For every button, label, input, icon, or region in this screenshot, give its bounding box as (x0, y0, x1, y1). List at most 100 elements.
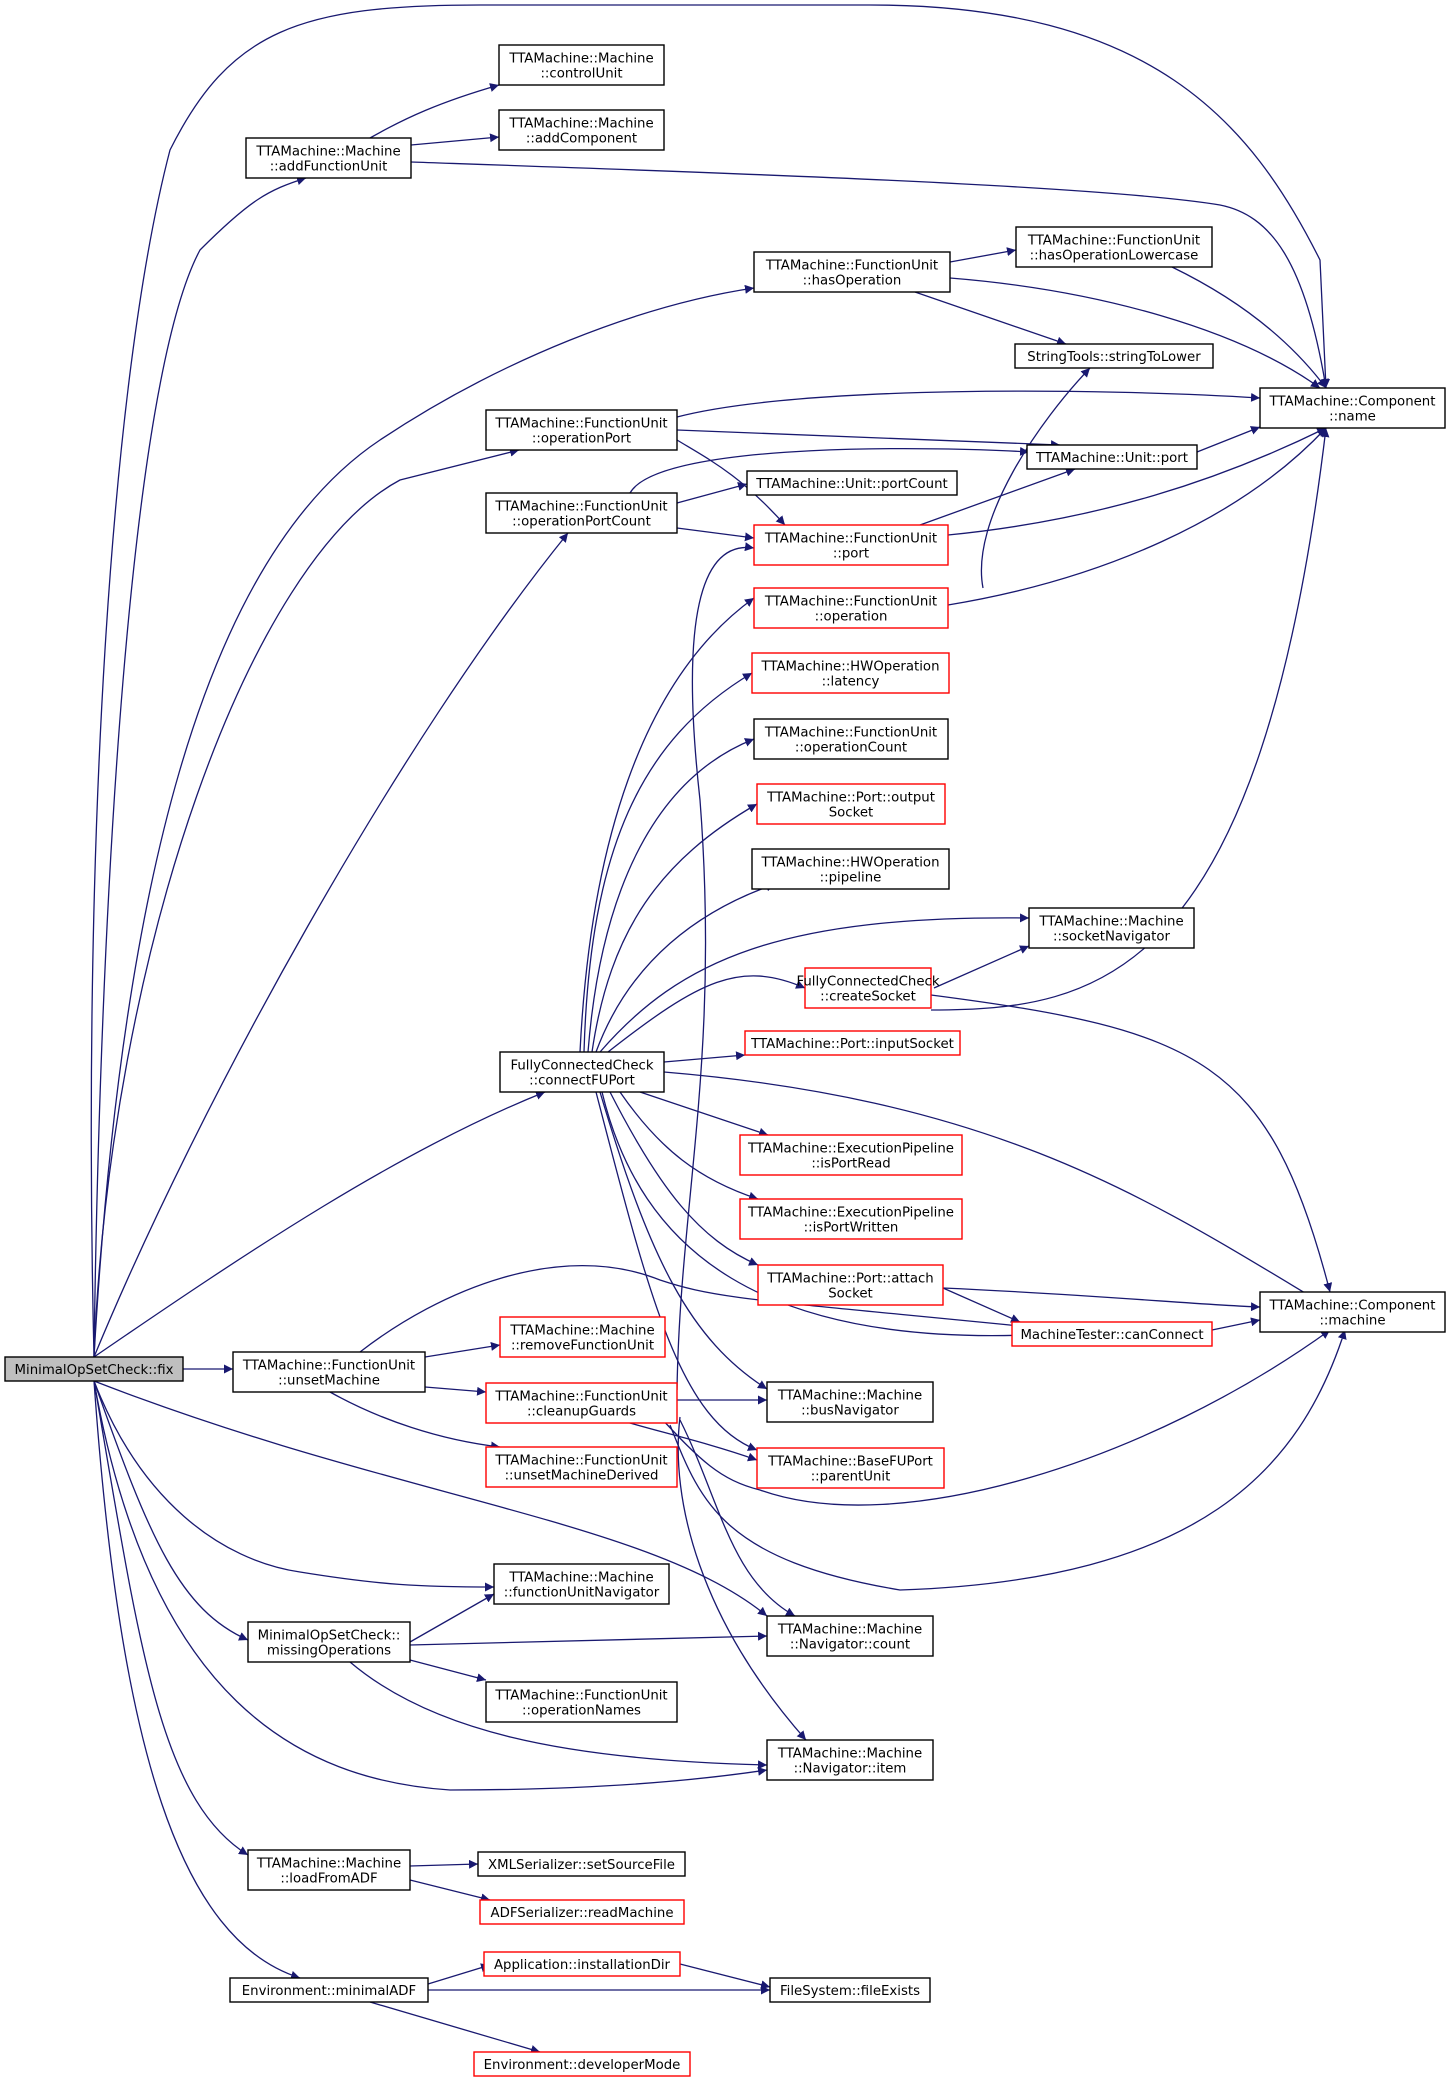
call-edge (93, 284, 755, 1358)
node-box (477, 1851, 686, 1877)
node-root[interactable]: MinimalOpSetCheck::fix (4, 1356, 184, 1382)
node-label: TTAMachine::Machine (509, 1324, 654, 1339)
node-loadFromADF[interactable]: TTAMachine::Machine::loadFromADF (247, 1849, 411, 1891)
node-label: TTAMachine::BaseFUPort (767, 1455, 933, 1470)
node-label: Socket (828, 1287, 873, 1302)
node-operationNames[interactable]: TTAMachine::FunctionUnit::operationNames (485, 1681, 678, 1723)
node-box (493, 1563, 670, 1605)
node-box (769, 1977, 931, 2003)
node-box (479, 1899, 685, 1925)
node-developerMode[interactable]: Environment::developerMode (473, 2051, 691, 2077)
node-label: ::addFunctionUnit (270, 160, 388, 175)
node-navCount[interactable]: TTAMachine::Machine::Navigator::count (766, 1615, 934, 1657)
call-edge (639, 1091, 769, 1137)
node-readMachine[interactable]: ADFSerializer::readMachine (479, 1899, 685, 1925)
node-navItem[interactable]: TTAMachine::Machine::Navigator::item (766, 1739, 934, 1781)
call-edge (591, 803, 758, 1053)
node-missingOps[interactable]: MinimalOpSetCheck::missingOperations (247, 1621, 411, 1663)
node-box (739, 1134, 963, 1176)
node-pipeline[interactable]: TTAMachine::HWOperation::pipeline (751, 848, 950, 890)
node-label: TTAMachine::FunctionUnit (494, 1390, 667, 1405)
node-hasOperation[interactable]: TTAMachine::FunctionUnit::hasOperation (753, 251, 951, 293)
node-box (756, 783, 946, 825)
call-edge (629, 446, 1030, 494)
node-isPortRead[interactable]: TTAMachine::ExecutionPipeline::isPortRea… (739, 1134, 963, 1176)
node-box (473, 2051, 691, 2077)
node-box (757, 1264, 944, 1306)
node-isPortWritten[interactable]: TTAMachine::ExecutionPipeline::isPortWri… (739, 1198, 963, 1240)
node-label: TTAMachine::Unit::portCount (755, 477, 947, 492)
node-box (744, 1030, 961, 1056)
node-compMachine[interactable]: TTAMachine::Component::machine (1259, 1291, 1446, 1333)
node-controlUnit[interactable]: TTAMachine::Machine::controlUnit (498, 44, 665, 86)
node-box (485, 1382, 678, 1424)
call-edge (619, 1091, 759, 1201)
call-edge (942, 1287, 1261, 1312)
node-fuOperation[interactable]: TTAMachine::FunctionUnit::operation (753, 587, 949, 629)
node-addComponent[interactable]: TTAMachine::Machine::addComponent (498, 109, 665, 151)
node-unsetMachineDerived[interactable]: TTAMachine::FunctionUnit::unsetMachineDe… (485, 1446, 678, 1488)
call-edge (676, 429, 1061, 450)
node-box (751, 652, 950, 694)
call-edge (359, 1265, 1061, 1353)
call-edge (1196, 426, 1261, 453)
node-label: TTAMachine::FunctionUnit (765, 259, 938, 274)
node-label: TTAMachine::FunctionUnit (494, 1454, 667, 1469)
call-edge (424, 1341, 501, 1358)
node-unitPort[interactable]: TTAMachine::Unit::port (1026, 444, 1198, 470)
node-installationDir[interactable]: Application::installationDir (483, 1951, 681, 1977)
node-label: FullyConnectedCheck (796, 975, 939, 990)
node-stringToLower[interactable]: StringTools::stringToLower (1014, 343, 1214, 369)
node-connectFUPort[interactable]: FullyConnectedCheck::connectFUPort (499, 1051, 665, 1093)
node-label: missingOperations (267, 1644, 391, 1659)
call-edge (410, 133, 500, 146)
node-unsetMachine[interactable]: TTAMachine::FunctionUnit::unsetMachine (232, 1351, 426, 1393)
node-removeFU[interactable]: TTAMachine::Machine::removeFunctionUnit (499, 1316, 666, 1358)
node-label: ::hasOperation (803, 274, 902, 289)
call-edge (607, 975, 806, 1053)
node-operationPort[interactable]: TTAMachine::FunctionUnit::operationPort (485, 409, 678, 451)
node-unitPortCount[interactable]: TTAMachine::Unit::portCount (746, 470, 958, 496)
node-fuPort[interactable]: TTAMachine::FunctionUnit::port (753, 524, 949, 566)
node-addFU[interactable]: TTAMachine::Machine::addFunctionUnit (245, 137, 412, 179)
node-label: TTAMachine::Port::attach (766, 1272, 933, 1287)
node-box (766, 1381, 934, 1423)
node-label: TTAMachine::FunctionUnit (764, 532, 937, 547)
node-busNav[interactable]: TTAMachine::Machine::busNavigator (766, 1381, 934, 1423)
node-label: TTAMachine::Port::output (766, 791, 935, 806)
node-box (1259, 387, 1446, 429)
node-label: ::createSocket (820, 990, 916, 1005)
node-box (1259, 1291, 1446, 1333)
node-cleanupGuards[interactable]: TTAMachine::FunctionUnit::cleanupGuards (485, 1382, 678, 1424)
node-label: ::latency (822, 675, 880, 690)
call-edge (1171, 266, 1327, 389)
node-canConnect[interactable]: MachineTester::canConnect (1011, 1321, 1213, 1347)
call-edge (329, 1391, 501, 1451)
call-edge (93, 1380, 495, 1592)
node-minimalADF[interactable]: Environment::minimalADF (229, 1977, 429, 2003)
node-latency[interactable]: TTAMachine::HWOperation::latency (751, 652, 950, 694)
node-label: Application::installationDir (494, 1958, 671, 1973)
node-label: TTAMachine::Machine (508, 52, 653, 67)
node-fuNav[interactable]: TTAMachine::Machine::functionUnitNavigat… (493, 1563, 670, 1605)
node-box (232, 1351, 426, 1393)
node-box (1028, 907, 1195, 949)
node-parentUnit[interactable]: TTAMachine::BaseFUPort::parentUnit (756, 1447, 945, 1489)
node-createSocket[interactable]: FullyConnectedCheck::createSocket (796, 967, 940, 1009)
call-edge (93, 532, 569, 1358)
node-compName[interactable]: TTAMachine::Component::name (1259, 387, 1446, 429)
node-fileExists[interactable]: FileSystem::fileExists (769, 1977, 931, 2003)
node-socketNav[interactable]: TTAMachine::Machine::socketNavigator (1028, 907, 1195, 949)
node-operationPortCount[interactable]: TTAMachine::FunctionUnit::operationPortC… (485, 492, 678, 534)
node-box (766, 1615, 934, 1657)
node-label: ::socketNavigator (1053, 930, 1171, 945)
node-operationCount[interactable]: TTAMachine::FunctionUnit::operationCount (753, 718, 949, 760)
node-label: MinimalOpSetCheck:: (258, 1629, 401, 1644)
node-inputSocket[interactable]: TTAMachine::Port::inputSocket (744, 1030, 961, 1056)
node-hasOpLower[interactable]: TTAMachine::FunctionUnit::hasOperationLo… (1015, 226, 1213, 268)
node-setSourceFile[interactable]: XMLSerializer::setSourceFile (477, 1851, 686, 1877)
node-box (1015, 226, 1213, 268)
call-edge (93, 1380, 768, 1791)
